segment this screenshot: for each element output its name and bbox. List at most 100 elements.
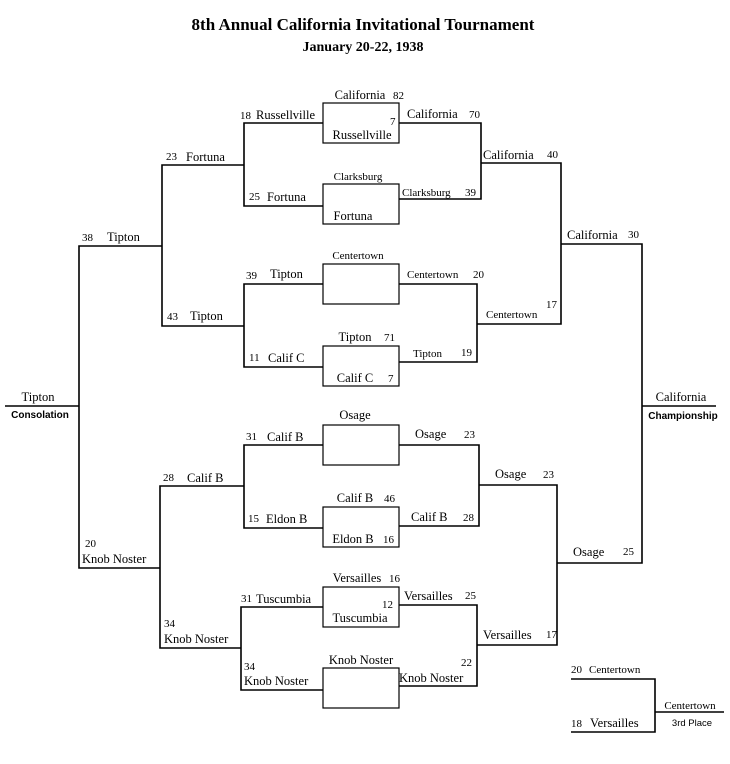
tournament-dates: January 20-22, 1938 bbox=[303, 40, 424, 55]
box-score: 7 bbox=[388, 373, 394, 385]
left-score: 31 bbox=[246, 431, 257, 443]
right-team: Tipton bbox=[413, 348, 442, 360]
game-box-2 bbox=[322, 183, 400, 225]
box-label: Tipton bbox=[339, 330, 373, 344]
box-label: Knob Noster bbox=[329, 653, 394, 667]
left-score: 25 bbox=[249, 191, 261, 203]
right-score: 70 bbox=[469, 109, 481, 121]
right-score: 40 bbox=[547, 149, 559, 161]
right-team: California bbox=[567, 228, 618, 242]
right-team: Osage bbox=[573, 545, 605, 559]
championship-winner: California bbox=[656, 390, 707, 404]
box-score: 7 bbox=[390, 116, 396, 128]
box-label: Tuscumbia bbox=[332, 611, 388, 625]
left-score: 11 bbox=[249, 352, 260, 364]
left-team: Knob Noster bbox=[82, 552, 147, 566]
box-score: 71 bbox=[384, 332, 395, 344]
game-box-3 bbox=[322, 263, 400, 305]
box-label: Russellville bbox=[332, 128, 391, 142]
game-box-8 bbox=[322, 667, 400, 709]
left-score: 43 bbox=[167, 311, 179, 323]
right-team: Versailles bbox=[483, 628, 532, 642]
box-label: California bbox=[335, 88, 386, 102]
left-score: 34 bbox=[164, 618, 176, 630]
right-team: California bbox=[407, 107, 458, 121]
left-score: 23 bbox=[166, 151, 178, 163]
left-team: Tuscumbia bbox=[256, 592, 312, 606]
right-score: 19 bbox=[461, 347, 473, 359]
left-team: Calif B bbox=[267, 430, 303, 444]
third-place-label: 3rd Place bbox=[672, 718, 712, 729]
left-score: 34 bbox=[244, 661, 256, 673]
box-score: 12 bbox=[382, 599, 393, 611]
game-box-5 bbox=[322, 424, 400, 466]
championship-label: Championship bbox=[648, 411, 717, 422]
left-team: Fortuna bbox=[267, 190, 306, 204]
third-place-team: Centertown bbox=[589, 664, 641, 676]
right-team: Calif B bbox=[411, 510, 447, 524]
box-score: 46 bbox=[384, 493, 396, 505]
box-score: 16 bbox=[389, 573, 401, 585]
right-score: 30 bbox=[628, 229, 640, 241]
right-round3-lines bbox=[557, 243, 716, 564]
right-score: 25 bbox=[623, 546, 635, 558]
box-score: 16 bbox=[383, 534, 395, 546]
consolation-winner: Tipton bbox=[22, 390, 56, 404]
game-box-6 bbox=[322, 506, 400, 548]
third-place-lines bbox=[571, 678, 724, 733]
box-label: Centertown bbox=[332, 250, 384, 262]
box-label: Eldon B bbox=[332, 532, 373, 546]
left-team: Calif B bbox=[187, 471, 223, 485]
game-box-4 bbox=[322, 345, 400, 387]
game-box-7 bbox=[322, 586, 400, 628]
left-round3-lines bbox=[5, 245, 162, 569]
left-score: 39 bbox=[246, 270, 258, 282]
first-round-boxes bbox=[322, 102, 400, 709]
right-score: 28 bbox=[463, 512, 475, 524]
right-team: Centertown bbox=[486, 309, 538, 321]
right-team: Versailles bbox=[404, 589, 453, 603]
left-team: Calif C bbox=[268, 351, 304, 365]
box-label: Calif C bbox=[337, 371, 373, 385]
right-score: 20 bbox=[473, 269, 485, 281]
left-score: 15 bbox=[248, 513, 260, 525]
right-score: 22 bbox=[461, 657, 472, 669]
right-team: Clarksburg bbox=[402, 187, 451, 199]
third-place-score: 18 bbox=[571, 718, 583, 730]
right-score: 25 bbox=[465, 590, 477, 602]
right-score: 23 bbox=[543, 469, 555, 481]
consolation-label: Consolation bbox=[11, 410, 69, 421]
left-team: Russellville bbox=[256, 108, 315, 122]
game-box-1 bbox=[322, 102, 400, 144]
right-team: Knob Noster bbox=[399, 671, 464, 685]
box-label: Fortuna bbox=[334, 209, 373, 223]
left-team: Tipton bbox=[270, 267, 304, 281]
box-label: Clarksburg bbox=[334, 171, 383, 183]
left-score: 18 bbox=[240, 110, 252, 122]
right-team: Osage bbox=[415, 427, 447, 441]
third-place-team: Versailles bbox=[590, 716, 639, 730]
left-score: 31 bbox=[241, 593, 252, 605]
right-team: California bbox=[483, 148, 534, 162]
box-label: Versailles bbox=[333, 571, 382, 585]
box-label: Calif B bbox=[337, 491, 373, 505]
right-score: 17 bbox=[546, 629, 558, 641]
left-team: Tipton bbox=[107, 230, 141, 244]
right-score: 39 bbox=[465, 187, 477, 199]
right-team: Centertown bbox=[407, 269, 459, 281]
third-place-score: 20 bbox=[571, 664, 583, 676]
box-score: 82 bbox=[393, 90, 404, 102]
left-team: Tipton bbox=[190, 309, 224, 323]
left-score: 28 bbox=[163, 472, 175, 484]
right-score: 17 bbox=[546, 299, 558, 311]
left-team: Knob Noster bbox=[164, 632, 229, 646]
left-score: 38 bbox=[82, 232, 94, 244]
page-title: 8th Annual California Invitational Tourn… bbox=[192, 15, 535, 34]
right-team: Osage bbox=[495, 467, 527, 481]
third-place-winner: Centertown bbox=[664, 700, 716, 712]
left-team: Eldon B bbox=[266, 512, 307, 526]
left-round2-lines bbox=[159, 164, 244, 649]
left-team: Fortuna bbox=[186, 150, 225, 164]
left-score: 20 bbox=[85, 538, 97, 550]
